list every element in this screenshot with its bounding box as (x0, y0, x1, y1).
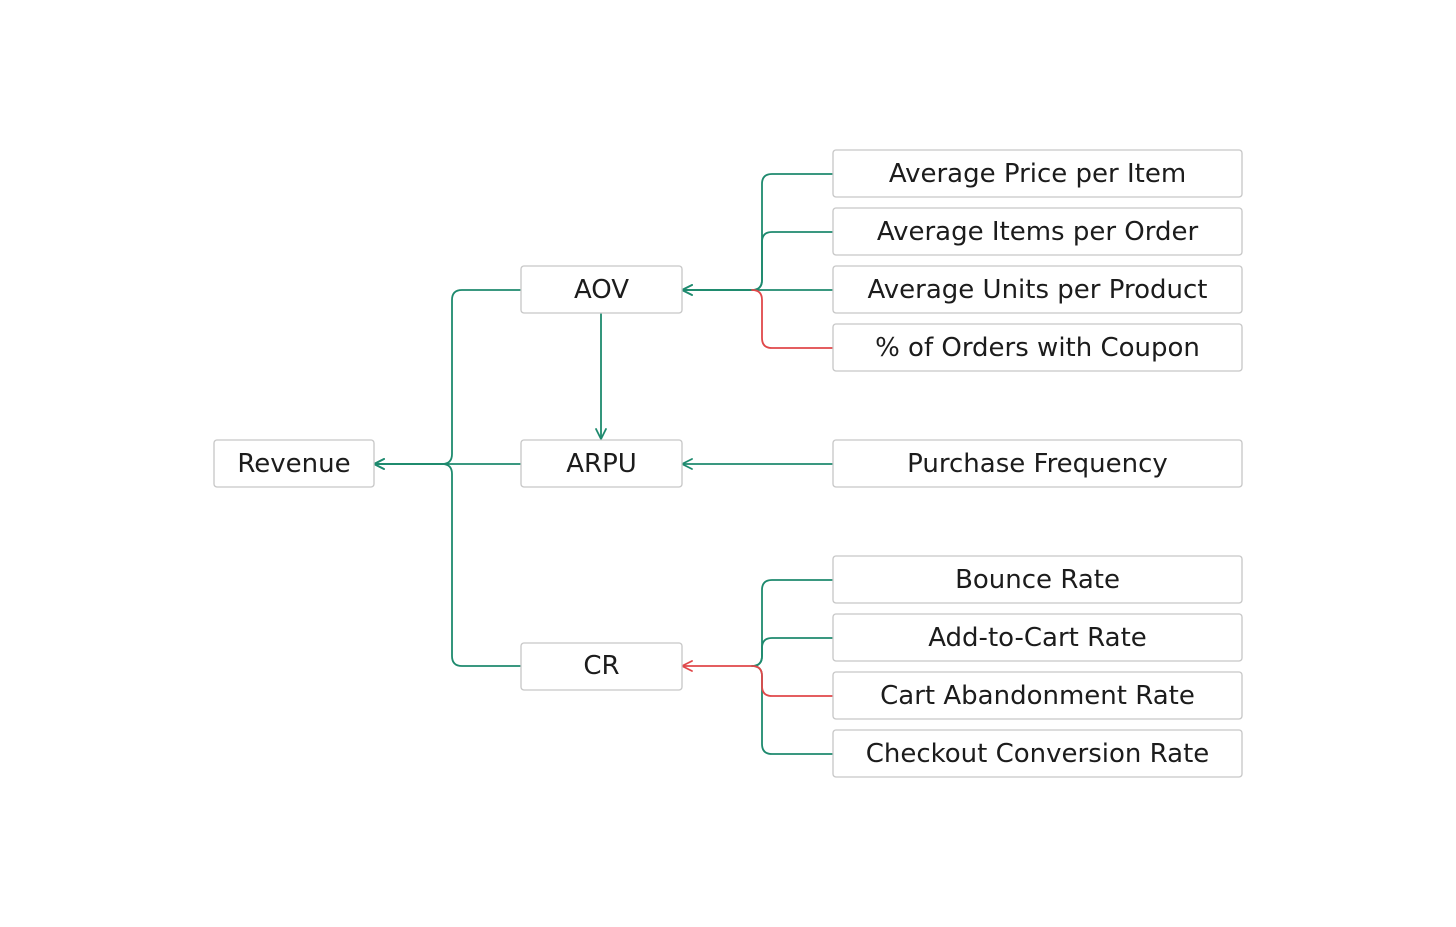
nodes: Revenue AOV ARPU CR Average Price per It… (213, 149, 1243, 778)
edge-avg-items-order-to-aov (681, 231, 834, 296)
connectors (373, 173, 834, 755)
node-pct-orders-coupon: % of Orders with Coupon (832, 323, 1243, 372)
edge-aov-to-revenue (373, 289, 522, 470)
node-cr-label: CR (583, 651, 619, 681)
edge-bounce-rate-to-cr (751, 579, 834, 667)
node-cart-abandonment-rate-label: Cart Abandonment Rate (880, 681, 1195, 711)
edge-checkout-conversion-rate-to-cr (751, 665, 834, 755)
node-avg-units-product-label: Average Units per Product (868, 275, 1208, 305)
node-bounce-rate-label: Bounce Rate (955, 565, 1120, 595)
node-arpu-label: ARPU (566, 449, 637, 479)
edge-add-to-cart-rate-to-cr (751, 637, 834, 667)
node-cart-abandonment-rate: Cart Abandonment Rate (832, 671, 1243, 720)
node-checkout-conversion-rate-label: Checkout Conversion Rate (866, 739, 1210, 769)
node-avg-price-item-label: Average Price per Item (889, 159, 1186, 189)
node-checkout-conversion-rate: Checkout Conversion Rate (832, 729, 1243, 778)
edge-pct-orders-coupon-to-aov (751, 289, 834, 349)
node-avg-items-order-label: Average Items per Order (877, 217, 1199, 247)
edge-cart-abandonment-rate-to-cr (681, 660, 834, 697)
edge-cr-to-revenue (373, 458, 522, 667)
node-revenue: Revenue (213, 439, 375, 488)
node-add-to-cart-rate-label: Add-to-Cart Rate (928, 623, 1147, 653)
node-pct-orders-coupon-label: % of Orders with Coupon (875, 333, 1200, 363)
node-avg-price-item: Average Price per Item (832, 149, 1243, 198)
node-avg-units-product: Average Units per Product (832, 265, 1243, 314)
node-bounce-rate: Bounce Rate (832, 555, 1243, 604)
node-arpu: ARPU (520, 439, 683, 488)
node-purchase-frequency-label: Purchase Frequency (907, 449, 1168, 479)
node-purchase-frequency: Purchase Frequency (832, 439, 1243, 488)
node-avg-items-order: Average Items per Order (832, 207, 1243, 256)
node-revenue-label: Revenue (237, 449, 350, 479)
node-aov: AOV (520, 265, 683, 314)
node-aov-label: AOV (574, 275, 629, 305)
node-cr: CR (520, 642, 683, 691)
node-add-to-cart-rate: Add-to-Cart Rate (832, 613, 1243, 662)
